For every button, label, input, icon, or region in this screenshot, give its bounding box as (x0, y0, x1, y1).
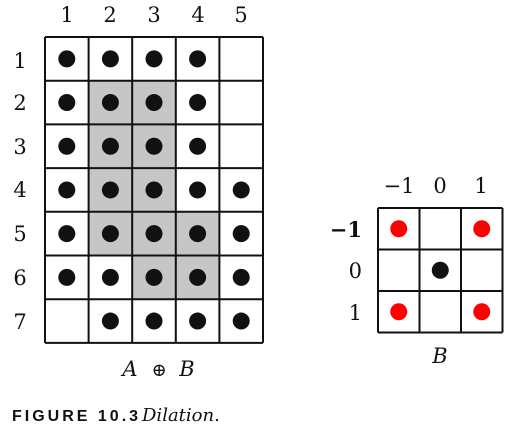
grid-a-dot (145, 94, 163, 112)
grid-a-dot (58, 181, 76, 199)
grid-a-col-label: 4 (191, 3, 204, 27)
figure-number: FIGURE 10.3 (12, 408, 141, 425)
grid-a-row-label: 5 (13, 222, 26, 246)
grid-a-dot (101, 50, 119, 68)
grid-a-row-labels: 1 2 3 4 5 6 7 (13, 49, 26, 334)
grid-a-col-label: 1 (60, 3, 73, 27)
grid-a-dot (145, 312, 163, 330)
grid-a-column-labels: 1 2 3 4 5 (60, 3, 247, 27)
grid-a-dot (232, 181, 250, 199)
figure-caption: FIGURE 10.3 Dilation. (12, 405, 220, 426)
grid-a-dot (58, 268, 76, 286)
grid-a-row-label: 4 (13, 178, 26, 202)
grid-b-lines (377, 207, 504, 334)
grid-a-dot (232, 268, 250, 286)
grid-a-dot (145, 181, 163, 199)
grid-b-row-label: −1 (330, 217, 362, 242)
grid-a-dot (58, 225, 76, 243)
structuring-element-origin-dot (431, 261, 449, 279)
grid-b: −1 0 1 −1 0 1 B (330, 174, 504, 368)
grid-a-dot (145, 50, 163, 68)
set-b-label: B (178, 357, 194, 381)
grid-b-column-labels: −1 0 1 (384, 174, 488, 198)
grid-a-dot (58, 137, 76, 155)
grid-a-dot (101, 94, 119, 112)
grid-b-col-label: 1 (474, 174, 487, 198)
grid-a-dot (189, 181, 207, 199)
grid-a-operation-label: A ⊕ B (120, 357, 194, 381)
grid-a-dots (58, 50, 250, 330)
grid-a-dot (145, 225, 163, 243)
structuring-element-red-dot (390, 220, 408, 238)
grid-b-row-labels: −1 0 1 (330, 217, 362, 325)
grid-a-col-label: 5 (234, 3, 247, 27)
grid-a-dot (189, 225, 207, 243)
grid-a-dot (101, 181, 119, 199)
grid-b-row-label: 1 (349, 301, 362, 325)
grid-a-dot (189, 94, 207, 112)
figure-title: Dilation. (141, 405, 220, 426)
structuring-element-red-dot (473, 220, 491, 238)
grid-a-dot (101, 225, 119, 243)
grid-a-col-label: 3 (147, 3, 160, 27)
grid-a-col-label: 2 (103, 3, 116, 27)
grid-b-dots (390, 220, 491, 321)
grid-a-row-label: 3 (13, 135, 26, 159)
grid-a-dot (101, 312, 119, 330)
grid-a-row-label: 1 (13, 49, 26, 73)
grid-a-dot (58, 50, 76, 68)
grid-a-row-label: 2 (13, 91, 26, 115)
set-a-label: A (120, 357, 137, 381)
grid-a-row-label: 7 (13, 310, 26, 334)
grid-a-dot (189, 312, 207, 330)
grid-a-dot (101, 268, 119, 286)
grid-a-dot (189, 268, 207, 286)
dilation-operator-symbol: ⊕ (151, 360, 166, 381)
grid-a-dot (145, 137, 163, 155)
structuring-element-red-dot (473, 303, 491, 321)
grid-b-col-label: 0 (433, 174, 446, 198)
grid-b-label: B (431, 344, 447, 368)
grid-a-dot (101, 137, 119, 155)
grid-a-dot (232, 312, 250, 330)
grid-a-lines (44, 36, 264, 344)
grid-a-dot (58, 94, 76, 112)
grid-a: 1 2 3 4 5 1 2 3 4 5 6 7 A ⊕ B (13, 3, 264, 381)
structuring-element-red-dot (390, 303, 408, 321)
grid-a-dot (145, 268, 163, 286)
grid-b-row-label: 0 (349, 259, 362, 283)
grid-a-row-label: 6 (13, 266, 26, 290)
grid-a-dot (232, 225, 250, 243)
grid-a-dot (189, 50, 207, 68)
grid-a-dot (189, 137, 207, 155)
grid-b-col-label: −1 (384, 174, 415, 198)
